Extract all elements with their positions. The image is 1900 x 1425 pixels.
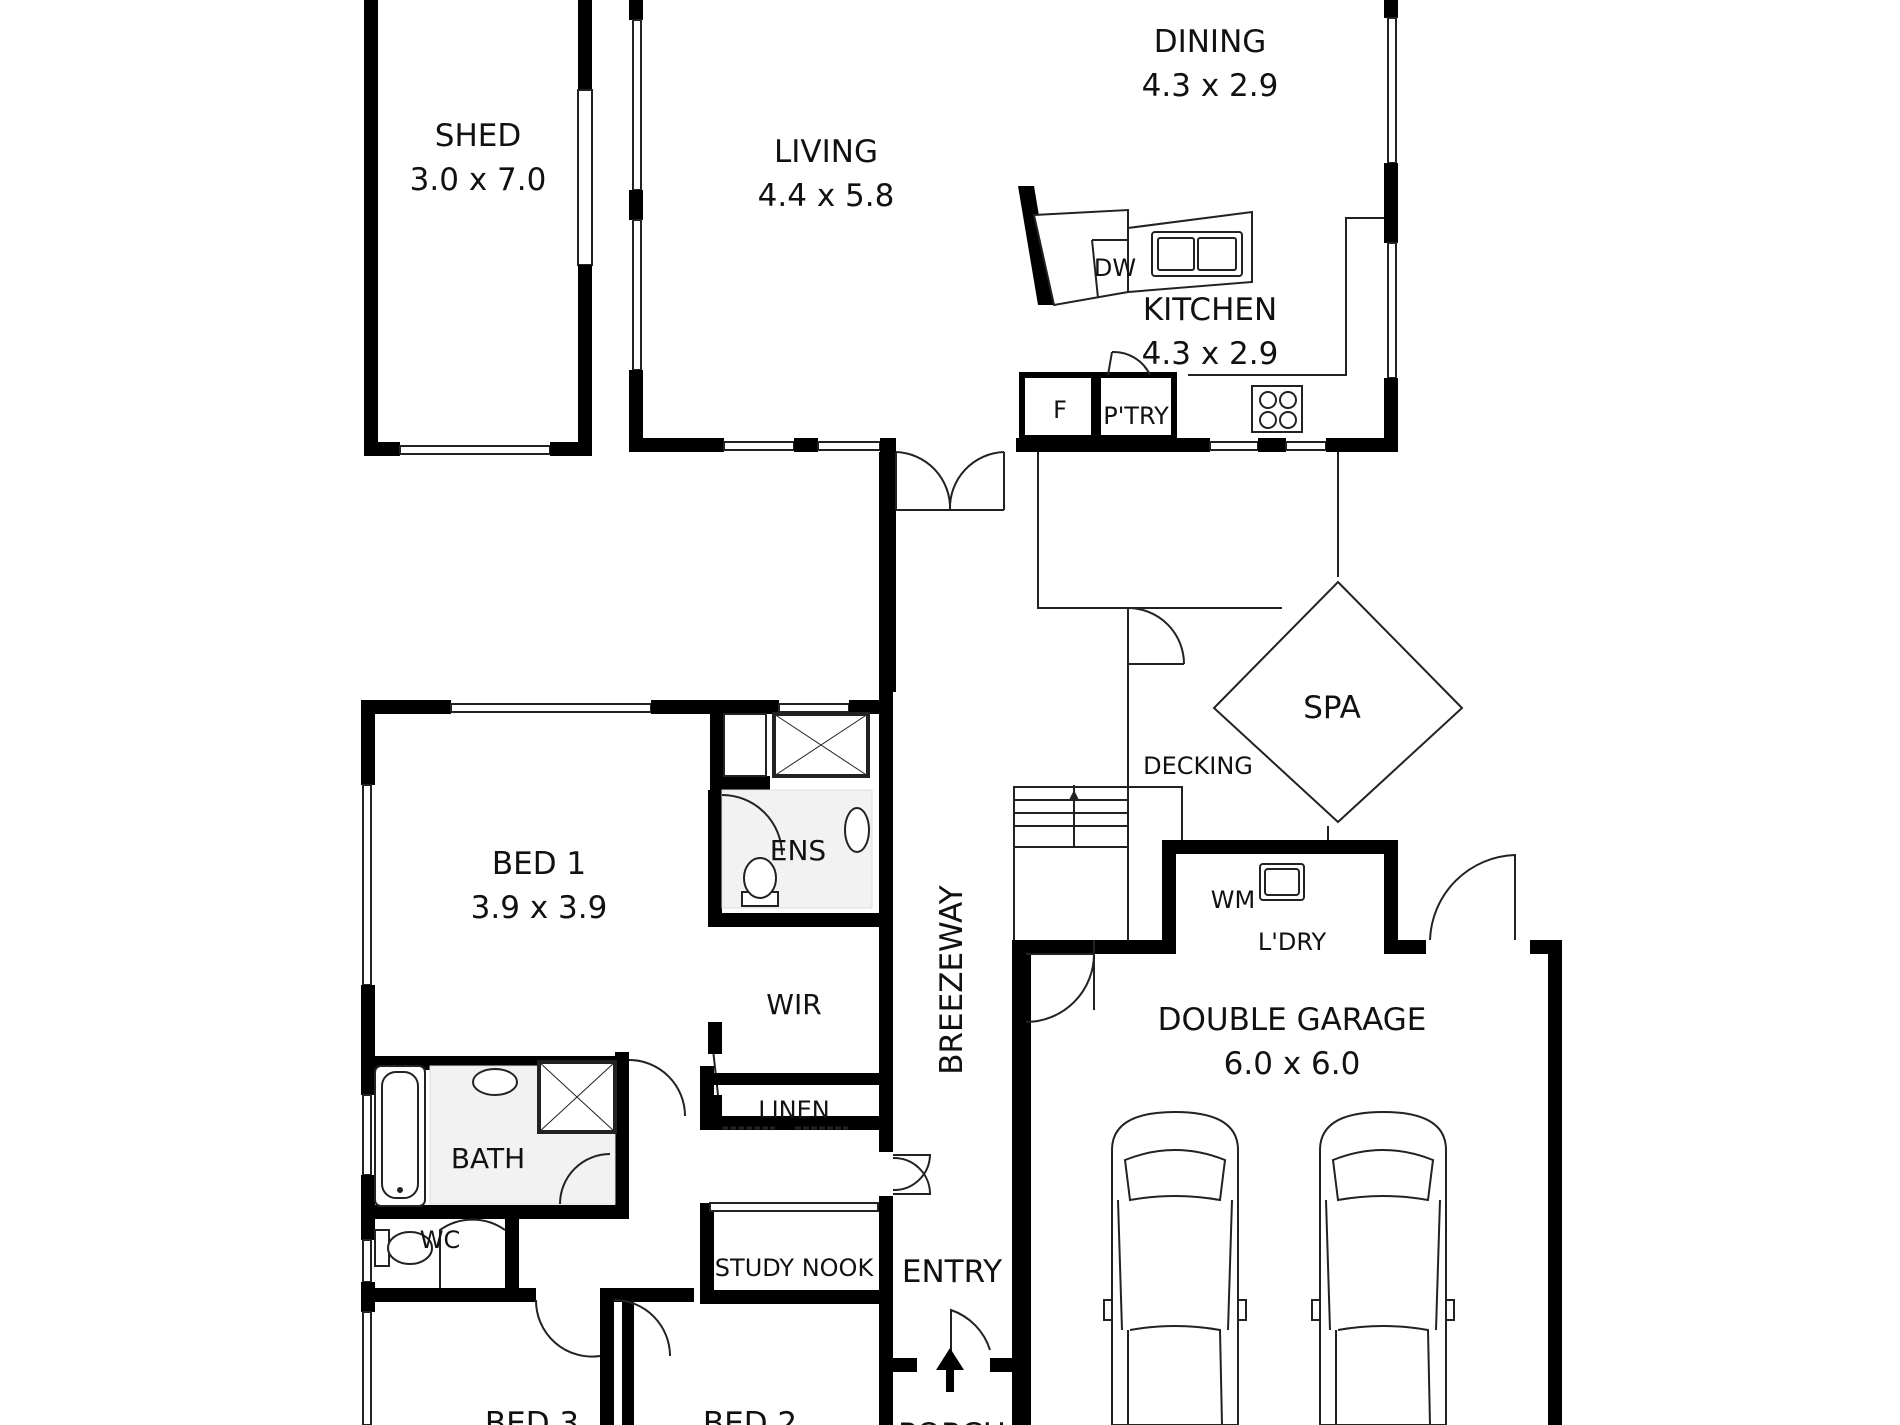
decking-label: DECKING [1143, 752, 1253, 780]
garage-size: 6.0 x 6.0 [1224, 1046, 1361, 1082]
breezeway-label: BREEZEWAY [934, 885, 970, 1075]
linen-label: LINEN [758, 1096, 830, 1124]
kitchen-size: 4.3 x 2.9 [1142, 336, 1279, 372]
toilet-icon [374, 1229, 433, 1267]
wc-label: WC [420, 1226, 461, 1254]
shed-name: SHED [435, 118, 521, 154]
shower-icon [537, 1060, 617, 1134]
spa-label: SPA [1303, 690, 1361, 726]
basin-icon [472, 1068, 518, 1096]
spa [1212, 580, 1464, 824]
sink-icon [1259, 863, 1305, 901]
ensuite-label: ENS [770, 834, 826, 867]
kitchen-name: KITCHEN [1143, 292, 1277, 328]
fridge-label: F [1053, 396, 1067, 424]
porch-label: PORCH [898, 1417, 1006, 1425]
door-swing-icon [892, 1154, 932, 1195]
bathtub-icon [374, 1065, 426, 1207]
main-house-walls [629, 0, 1398, 692]
decking-outline [1013, 452, 1339, 950]
shed [364, 0, 593, 456]
bed3-name: BED 3 [485, 1406, 579, 1425]
room-labels: SHED 3.0 x 7.0 LIVING 4.4 x 5.8 DINING 4… [410, 24, 1427, 1425]
shed-size: 3.0 x 7.0 [410, 162, 547, 198]
laundry-label: L'DRY [1258, 928, 1327, 956]
shower-icon [772, 712, 870, 778]
entry-label: ENTRY [902, 1254, 1002, 1290]
arrow-up-icon [1069, 790, 1079, 800]
bedroom-wing-walls [361, 700, 893, 1425]
bath-label: BATH [451, 1142, 525, 1175]
kitchen-fixtures [1018, 186, 1384, 441]
car-icon [1103, 1110, 1247, 1425]
wir-label: WIR [766, 988, 821, 1021]
car-icon [1311, 1110, 1455, 1425]
cooktop-icon [1251, 385, 1303, 433]
bed1-size: 3.9 x 3.9 [471, 890, 608, 926]
dining-name: DINING [1154, 24, 1267, 60]
wm-label: WM [1211, 886, 1255, 914]
living-name: LIVING [774, 134, 878, 170]
study-nook-label: STUDY NOOK [715, 1254, 875, 1282]
wet-area-fixtures [374, 712, 873, 1358]
dining-size: 4.3 x 2.9 [1142, 68, 1279, 104]
garage-name: DOUBLE GARAGE [1158, 1002, 1427, 1038]
bed1-name: BED 1 [492, 846, 586, 882]
arrow-up-icon [936, 1348, 964, 1392]
garage-walls [1012, 840, 1562, 1425]
bed2-name: BED 2 [703, 1406, 797, 1425]
basin-icon [844, 807, 870, 853]
door-swing-icon [895, 451, 1005, 511]
dw-label: DW [1094, 254, 1136, 282]
living-size: 4.4 x 5.8 [758, 178, 895, 214]
pantry-label: P'TRY [1103, 402, 1169, 430]
decking-steps [1013, 785, 1129, 848]
sink-icon [1151, 231, 1243, 277]
toilet-icon [741, 857, 779, 907]
